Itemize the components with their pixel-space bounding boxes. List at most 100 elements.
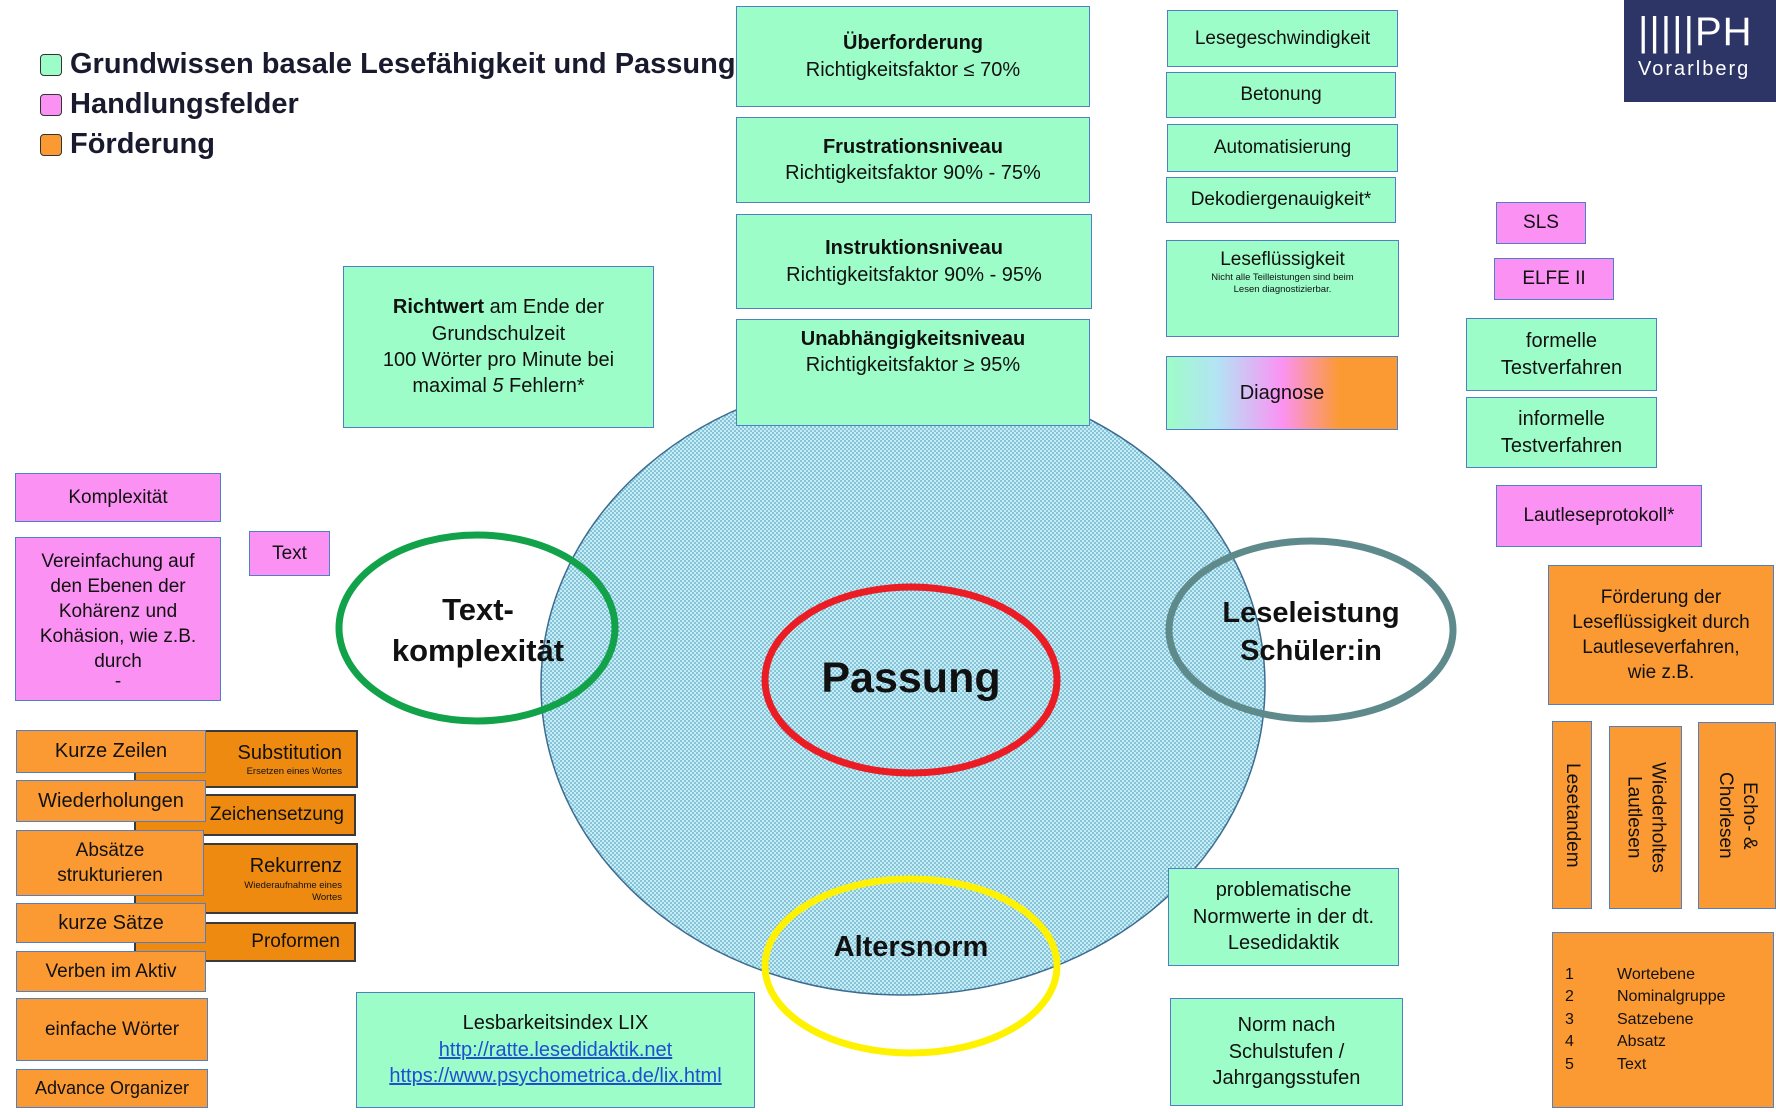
legend-item-foerderung: Förderung <box>40 128 215 161</box>
betonung-box: Betonung <box>1166 72 1396 118</box>
line: strukturieren <box>57 865 163 886</box>
richtwert-line2: Grundschulzeit <box>431 322 566 345</box>
line: Schulstufen / <box>1228 1040 1345 1063</box>
logo-bottom-text: Vorarlberg <box>1638 58 1751 80</box>
leseflussigkeit-note1: Nicht alle Teilleistungen sind beim <box>1211 272 1354 284</box>
legend-item-grundwissen: Grundwissen basale Lesefähigkeit und Pas… <box>40 48 736 81</box>
absaetze-box: Absätze strukturieren <box>16 830 204 896</box>
leseflussigkeit-title: Leseflüssigkeit <box>1220 249 1345 270</box>
line: - <box>114 671 122 693</box>
line: Leseleistung <box>1222 597 1400 629</box>
elfe-box: ELFE II <box>1494 258 1614 300</box>
leseflussigkeit-note2: Lesen diagnostizierbar. <box>1233 283 1332 295</box>
formelle-testverfahren-box: formelle Testverfahren <box>1466 318 1657 391</box>
niveau-ueberforderung: Überforderung Richtigkeitsfaktor ≤ 70% <box>736 6 1090 107</box>
logo-top-text: |||||PH <box>1638 10 1753 54</box>
advance-organizer-box: Advance Organizer <box>16 1069 208 1108</box>
niveau-sub: Richtigkeitsfaktor ≤ 70% <box>805 58 1021 81</box>
line: Normwerte in der dt. <box>1192 905 1375 928</box>
niveau-instruktion: Instruktionsniveau Richtigkeitsfaktor 90… <box>736 214 1092 309</box>
line: Vereinfachung auf <box>41 550 195 572</box>
line: wie z.B. <box>1627 662 1695 684</box>
line: Testverfahren <box>1500 434 1623 457</box>
line: komplexität <box>391 632 565 668</box>
niveau-sub: Richtigkeitsfaktor ≥ 95% <box>805 354 1021 377</box>
lix-link-psychometrica[interactable]: https://www.psychometrica.de/lix.html <box>389 1065 722 1088</box>
ph-vorarlberg-logo: |||||PH Vorarlberg <box>1624 0 1776 102</box>
line: formelle <box>1525 330 1598 353</box>
legend-item-handlungsfelder: Handlungsfelder <box>40 88 299 121</box>
wiederholungen-box: Wiederholungen <box>16 780 206 822</box>
dekodiergenauigkeit-box: Dekodiergenauigkeit* <box>1166 177 1396 223</box>
leseleistung-ellipse <box>1165 537 1457 723</box>
niveau-title: Instruktionsniveau <box>825 237 1003 260</box>
rekurrenz-label: Rekurrenz <box>249 855 342 878</box>
lesegeschwindigkeit-box: Lesegeschwindigkeit <box>1167 10 1398 67</box>
vereinfachung-box: Vereinfachung auf den Ebenen der Kohären… <box>15 537 221 701</box>
line: Kohäsion, wie z.B. <box>39 625 197 647</box>
niveau-title: Frustrationsniveau <box>822 135 1004 158</box>
lesetandem-box: Lesetandem <box>1552 721 1592 909</box>
niveau-frustration: Frustrationsniveau Richtigkeitsfaktor 90… <box>736 117 1090 203</box>
text-box: Text <box>249 531 330 576</box>
lesetandem-label: Lesetandem <box>1561 762 1583 868</box>
line: informelle <box>1518 408 1605 431</box>
komplexitaet-box: Komplexität <box>15 473 221 522</box>
passung-label: Passung <box>821 654 1001 702</box>
textkomplexitaet-ellipse <box>335 531 619 725</box>
lix-link-ratte[interactable]: http://ratte.lesedidaktik.net <box>438 1038 673 1061</box>
substitution-label: Substitution <box>237 741 342 764</box>
rekurrenz-sub2: Wortes <box>312 891 342 903</box>
legend-swatch-orange <box>40 133 62 156</box>
altersnorm-ellipse <box>761 875 1061 1057</box>
line: Absätze <box>75 839 145 861</box>
line: problematische <box>1215 879 1352 902</box>
textkomplexitaet-label: Text- komplexität <box>360 590 596 672</box>
sls-box: SLS <box>1496 202 1586 244</box>
legend-label: Grundwissen basale Lesefähigkeit und Pas… <box>70 48 736 80</box>
line: Lesedidaktik <box>1227 932 1340 955</box>
foerderung-leseflussigkeit-box: Förderung der Leseflüssigkeit durch Laut… <box>1548 565 1774 705</box>
passung-ellipse <box>761 583 1061 777</box>
legend-swatch-pink <box>40 93 62 116</box>
line: Testverfahren <box>1500 356 1623 379</box>
richtwert-box: Richtwert am Ende der Grundschulzeit 100… <box>343 266 654 428</box>
lix-title: Lesbarkeitsindex LIX <box>462 1012 649 1035</box>
legend-label: Förderung <box>70 128 215 160</box>
leseleistung-label: Leseleistung Schüler:in <box>1186 594 1436 671</box>
norm-schulstufen-box: Norm nach Schulstufen / Jahrgangsstufen <box>1170 998 1403 1106</box>
altersnorm-label: Altersnorm <box>833 931 989 963</box>
problematische-normwerte-box: problematische Normwerte in der dt. Lese… <box>1168 868 1399 966</box>
line: Leseflüssigkeit durch <box>1572 611 1750 633</box>
richtwert-line3: 100 Wörter pro Minute bei <box>382 349 615 371</box>
line: Jahrgangsstufen <box>1212 1067 1361 1090</box>
informelle-testverfahren-box: informelle Testverfahren <box>1466 397 1657 468</box>
line: Förderung der <box>1600 586 1722 608</box>
einfache-woerter-box: einfache Wörter <box>16 998 208 1061</box>
diagnose-box: Diagnose <box>1166 356 1398 430</box>
line: Text- <box>442 592 514 627</box>
line: Kohärenz und <box>58 600 178 622</box>
line: Lautleseverfahren, <box>1582 637 1740 658</box>
wiederholtes-lautlesen-label: Wiederholtes Lautlesen <box>1623 762 1669 873</box>
line: Norm nach <box>1237 1014 1336 1037</box>
lautleseprotokoll-box: Lautleseprotokoll* <box>1496 485 1702 547</box>
verben-aktiv-box: Verben im Aktiv <box>16 951 206 992</box>
richtwert-line1: Richtwert am Ende der <box>392 296 605 319</box>
leseflussigkeit-box: Leseflüssigkeit Nicht alle Teilleistunge… <box>1166 240 1399 337</box>
line: den Ebenen der <box>50 575 186 597</box>
niveau-title: Unabhängigkeitsniveau <box>800 328 1026 350</box>
legend-label: Handlungsfelder <box>70 88 299 120</box>
line: Schüler:in <box>1240 635 1382 668</box>
niveau-unabhaengigkeit: Unabhängigkeitsniveau Richtigkeitsfaktor… <box>736 319 1090 426</box>
kurze-zeilen-box: Kurze Zeilen <box>16 730 206 773</box>
rekurrenz-sub1: Wiederaufnahme eines <box>244 879 342 891</box>
line: durch <box>94 651 142 673</box>
legend-swatch-green <box>40 53 62 76</box>
